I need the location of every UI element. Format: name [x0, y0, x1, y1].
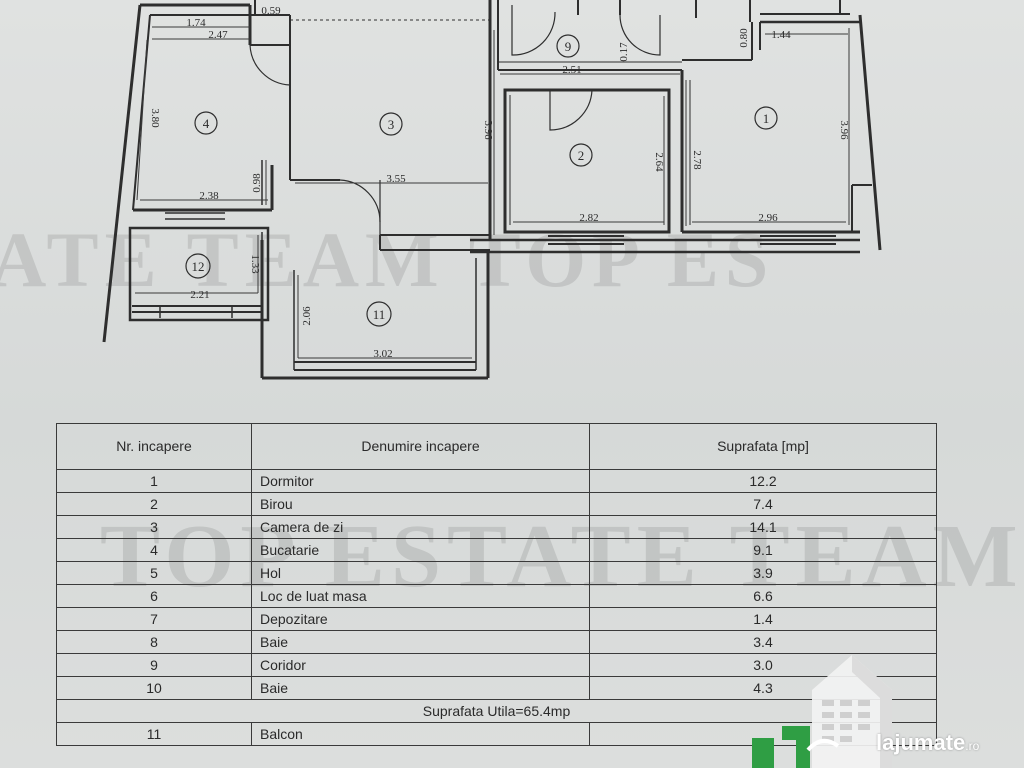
dimension-label: 0.80 [738, 28, 750, 48]
door-arc [339, 179, 381, 223]
cell-name: Balcon [251, 722, 590, 746]
room-label-3: 3 [388, 117, 395, 132]
wall [858, 14, 882, 251]
cell-nr: 4 [56, 538, 252, 562]
dimension-label: 3.96 [838, 120, 850, 140]
dimension-line [136, 39, 148, 201]
room-marker-3 [379, 112, 403, 136]
cell-nr: 6 [56, 584, 252, 608]
cell-nr: 3 [56, 515, 252, 539]
dimension-label: 0.59 [261, 5, 281, 17]
lajumate-wordmark: lajumate.ro [876, 730, 979, 756]
room-marker-4 [194, 111, 218, 135]
cell-nr: 9 [56, 653, 252, 677]
smile-mark [806, 738, 840, 752]
cell-name: Depozitare [251, 607, 590, 631]
room-marker-2 [569, 143, 593, 167]
header-nr: Nr. incapere [56, 423, 252, 470]
door-arc [249, 44, 291, 86]
dimension-label: 2.64 [653, 152, 665, 172]
header-denumire: Denumire incapere [251, 423, 590, 470]
cell-area: 1.4 [589, 607, 937, 631]
cell-name: Baie [251, 676, 590, 700]
wall [102, 4, 142, 343]
table-row: 2 Birou 7.4 [56, 492, 937, 516]
table-header-row: Nr. incapere Denumire incapere Suprafata… [56, 423, 937, 470]
wall [132, 14, 151, 211]
table-row: 6 Loc de luat masa 6.6 [56, 584, 937, 608]
header-suprafata: Suprafata [mp] [589, 423, 937, 470]
room-marker-11 [366, 301, 392, 327]
room-2-outline [503, 88, 671, 234]
door-arc [549, 89, 593, 131]
table-row: 7 Depozitare 1.4 [56, 607, 937, 631]
dimension-label: 2.38 [199, 190, 219, 202]
cell-area: 3.0 [589, 653, 937, 677]
door-arc [511, 5, 556, 56]
dimension-label: 2.82 [579, 212, 598, 224]
room-label-2: 2 [578, 148, 585, 163]
cell-area: 9.1 [589, 538, 937, 562]
dimension-label: 2.78 [691, 150, 703, 170]
cell-nr: 5 [56, 561, 252, 585]
cell-nr: 1 [56, 469, 252, 493]
room-label-4: 4 [203, 116, 210, 131]
table-row: 1 Dormitor 12.2 [56, 469, 937, 493]
dimension-label: 2.06 [301, 306, 313, 326]
cell-area: 14.1 [589, 515, 937, 539]
cell-area: 12.2 [589, 469, 937, 493]
cell-area: 6.6 [589, 584, 937, 608]
cell-name: Baie [251, 630, 590, 654]
room-label-12: 12 [192, 259, 205, 274]
cell-name: Bucatarie [251, 538, 590, 562]
cell-nr: 8 [56, 630, 252, 654]
table-row: 8 Baie 3.4 [56, 630, 937, 654]
room-marker-9 [556, 34, 580, 58]
table-row: 5 Hol 3.9 [56, 561, 937, 585]
cell-name: Coridor [251, 653, 590, 677]
dimension-label: 1.33 [249, 254, 261, 274]
cell-nr: 2 [56, 492, 252, 516]
room-label-11: 11 [373, 307, 386, 322]
cell-name: Camera de zi [251, 515, 590, 539]
cell-name: Loc de luat masa [251, 584, 590, 608]
table-row: 3 Camera de zi 14.1 [56, 515, 937, 539]
dimension-label: 3.55 [386, 173, 406, 185]
dimension-label: 2.47 [208, 29, 228, 41]
dimension-label: 2.96 [758, 212, 778, 224]
table-row: 4 Bucatarie 9.1 [56, 538, 937, 562]
dimension-label: 2.51 [562, 64, 581, 76]
dimension-label: 2.21 [190, 289, 209, 301]
dimension-label: 3.96 [482, 120, 494, 140]
floor-plan: 1 2 3 4 9 11 12 1.74 2.47 0.59 2.51 1.44… [102, 0, 882, 380]
dimension-label: 1.44 [771, 29, 791, 41]
dimension-label: 3.80 [149, 108, 161, 128]
cell-area: 3.4 [589, 630, 937, 654]
lajumate-logo [752, 655, 892, 768]
room-marker-12 [185, 253, 211, 279]
room-marker-1 [754, 106, 778, 130]
door-arc [619, 14, 661, 56]
brand-name: lajumate [876, 730, 966, 755]
cell-area: 3.9 [589, 561, 937, 585]
cell-name: Dormitor [251, 469, 590, 493]
dimension-label: 3.02 [373, 348, 392, 360]
dimension-label: 0.98 [251, 173, 263, 193]
balcony-12-outline [128, 226, 270, 322]
cell-nr: 11 [56, 722, 252, 746]
logo-green-mark [752, 726, 810, 768]
rooms-table: Nr. incapere Denumire incapere Suprafata… [56, 423, 937, 746]
dimension-label: 1.74 [186, 17, 206, 29]
cell-name: Hol [251, 561, 590, 585]
room-label-1: 1 [763, 111, 770, 126]
brand-tld: .ro [965, 739, 980, 753]
cell-nr: 7 [56, 607, 252, 631]
room-label-9: 9 [565, 39, 572, 54]
cell-name: Birou [251, 492, 590, 516]
cell-area: 7.4 [589, 492, 937, 516]
cell-nr: 10 [56, 676, 252, 700]
building-icon [752, 655, 892, 768]
dimension-label: 0.17 [618, 42, 630, 62]
